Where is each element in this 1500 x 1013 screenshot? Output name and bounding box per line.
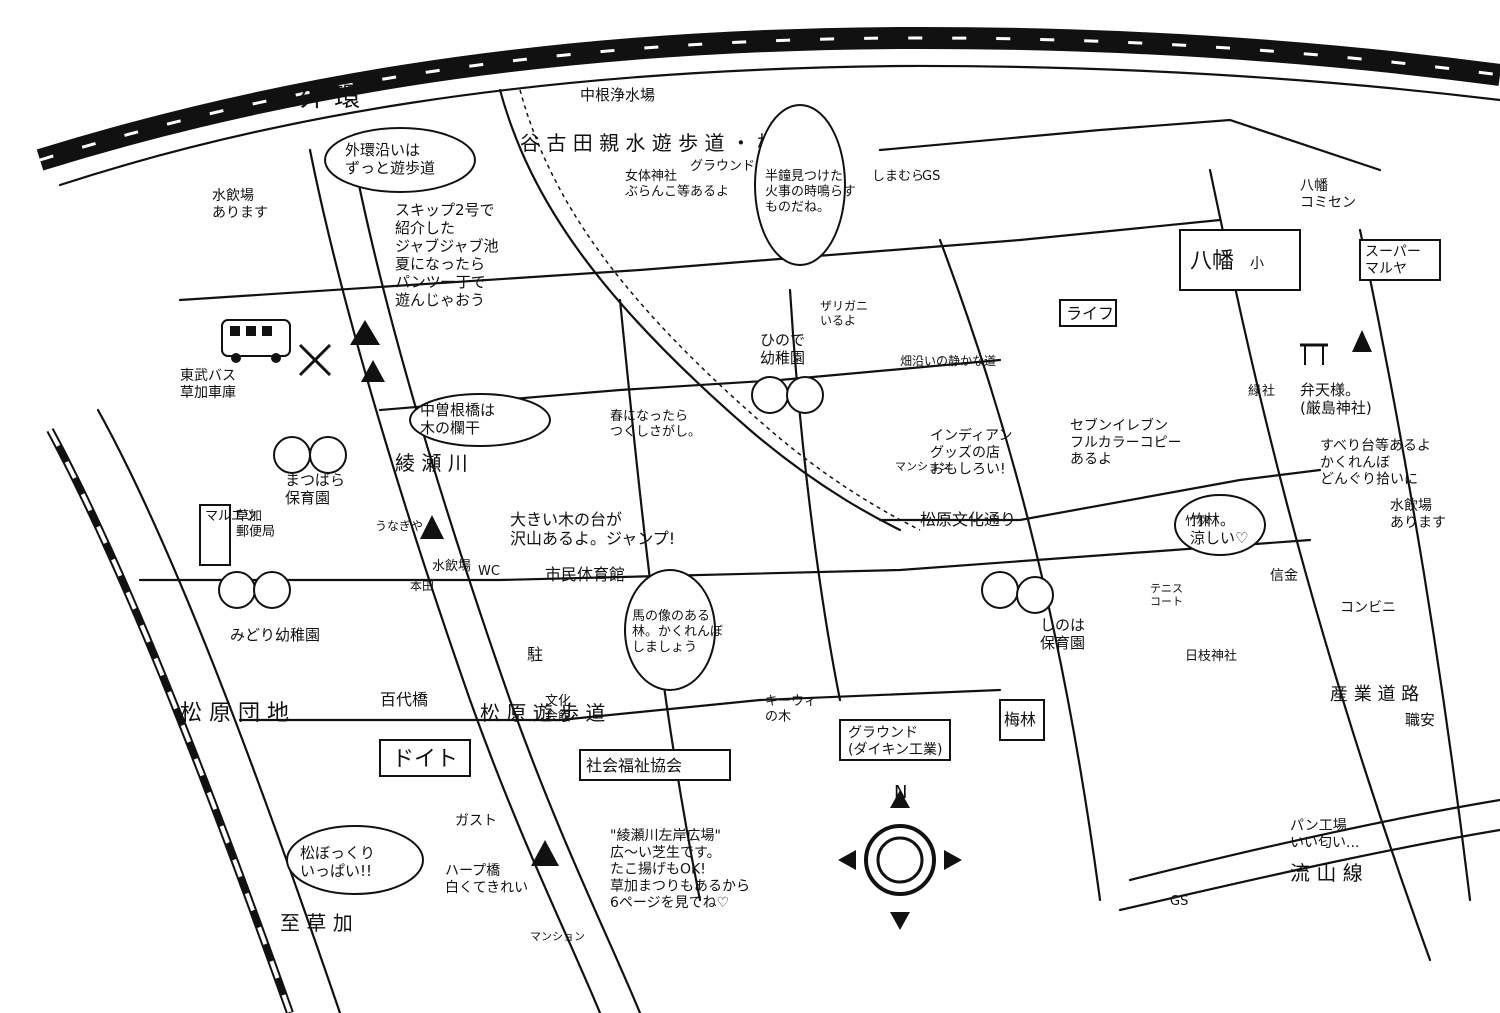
yubinkyoku-label: 草加郵便局 <box>236 509 275 540</box>
sangyo-road-label: 産 業 道 路 <box>1330 684 1419 705</box>
maruetsu-label: マルエツ <box>205 509 257 524</box>
wc-label: WC <box>478 564 500 579</box>
bubble-chikurin <box>1174 494 1266 556</box>
highway-gaikan <box>36 26 1500 187</box>
hachiman-school-mark: 小 <box>1250 256 1264 272</box>
skip2-note: スキップ2号で紹介したジャブジャブ池夏になったらパンツ一丁で遊んじゃおう <box>395 201 499 309</box>
seven-eleven-note: セブンイレブンフルカラーコピーあるよ <box>1070 417 1182 468</box>
shinoha-hoikuen-label: しのは保育園 <box>1040 616 1085 652</box>
highway-gaikan-label: 外 環 <box>300 83 360 113</box>
onna-jinja-label: 女体神社ぶらんこ等あるよ <box>625 168 729 200</box>
gusto-label: ガスト <box>455 813 497 829</box>
ookii-ki-note: 大きい木の台が沢山あるよ。ジャンプ! <box>510 510 675 548</box>
hatake-label: 畑沿いの静かな道 <box>900 354 996 368</box>
zarigani-label: ザリガニいるよ <box>820 299 868 327</box>
honda-label: 本田 <box>410 579 434 593</box>
mansion1-label: マンション <box>895 460 950 473</box>
bunka-kaikan-label: 文化会館 <box>545 694 571 725</box>
chu-mark: 駐 <box>527 645 543 664</box>
hinode-youchien-label: ひので幼稚園 <box>760 331 805 367</box>
mizunomiba-wc-label: 水飲場 <box>432 558 471 574</box>
matsubara-bunka-dori-label: 松原文化通り <box>920 510 1016 529</box>
matsubara-path-label: 松 原 遊 歩 道 <box>480 701 605 725</box>
bubble-uma <box>624 569 716 691</box>
shimamura-label: しまむら <box>872 169 924 184</box>
bubble-matsubokkuri-text: 松ぼっくりいっぱい!! <box>300 844 375 880</box>
matsubara-hoikuen-label: まつばら保育園 <box>285 471 345 507</box>
shakai-fukushi-box <box>579 749 731 781</box>
bubble-nakasone <box>409 393 551 447</box>
fork-knife-icon <box>298 343 332 377</box>
umebayashi-box <box>999 699 1045 741</box>
railway-tobu <box>46 408 342 1013</box>
shokuan-label: 職安 <box>1405 711 1435 729</box>
tennis-label: テニスコート <box>1150 582 1183 608</box>
nakane-jousuijo-label: 中根浄水場 <box>580 86 655 104</box>
bubble-gaikan-zoi <box>324 127 476 193</box>
nagareyama-line-label: 流 山 線 <box>1290 861 1363 885</box>
life-store <box>1059 299 1117 327</box>
doit-store <box>379 739 471 777</box>
to-soka-label: 至 草 加 <box>280 911 353 935</box>
shakai-fukushi-label: 社会福祉協会 <box>586 756 682 775</box>
indian-goods-note: インディアングッズの店おもしろい! <box>930 427 1012 478</box>
hachiman-komisen-label: 八幡コミセン <box>1300 178 1356 211</box>
bubble-chikurin-text: 竹林。涼しい♡ <box>1190 511 1248 547</box>
benten-note: すべり台等あるよかくれんぼどんぐり拾いに <box>1320 437 1431 488</box>
ayase-river-label: 綾 瀬 川 <box>395 451 468 475</box>
shrine-icon <box>1300 343 1328 365</box>
bubble-nakasone-text: 中曽根橋は木の欄干 <box>420 401 495 437</box>
harp-bridge-label: ハープ橋白くてきれい <box>445 863 528 896</box>
unagiya-label: うなぎや <box>375 519 423 533</box>
tree-icon <box>350 320 1372 866</box>
super-maruya-box <box>1359 239 1441 281</box>
hie-jinja-label: 日枝神社 <box>1185 648 1237 664</box>
kiwi-label: キーウィの木 <box>765 694 817 725</box>
life-label: ライフ <box>1066 304 1114 323</box>
umebayashi-label: 梅林 <box>1004 710 1036 729</box>
mizunomiba-left-label: 水飲場あります <box>212 188 268 221</box>
shimin-taiikukan-label: 市民体育館 <box>545 565 625 584</box>
bubble-gaikan-zoi-text: 外環沿いはずっと遊歩道 <box>345 141 435 177</box>
chikurin-label: 竹林 <box>1185 514 1209 528</box>
ryoku-mark: 緑 <box>1248 384 1261 399</box>
gs-bottom-label: GS <box>1170 894 1188 909</box>
tobu-bus-label: 東武バス草加車庫 <box>180 368 236 401</box>
ground-daikin-label: グラウンド(ダイキン工業) <box>848 725 943 758</box>
matsubara-danchi-label: 松 原 団 地 <box>180 701 289 726</box>
super-maruya-label: スーパーマルヤ <box>1365 244 1421 277</box>
bubble-uma-text: 馬の像のある林。かくれんぼしましょう <box>632 609 723 655</box>
shinkin-label: 信金 <box>1270 568 1298 584</box>
gs-top-label: GS <box>922 169 940 184</box>
ground-top-label: グラウンド <box>690 159 755 174</box>
konbini-label: コンビニ <box>1340 600 1396 616</box>
pan-kojo-label: パン工場いい匂い... <box>1290 818 1359 851</box>
benten-label: 弁天様。(厳島神社) <box>1300 381 1372 417</box>
compass-icon <box>838 790 962 930</box>
hanshou-text: 半鐘見つけた火事の時鳴らすものだね。 <box>765 168 856 215</box>
bubble-matsubokkuri <box>286 825 424 895</box>
bubble-hanshou <box>754 104 846 266</box>
compass-north-label: N <box>894 782 907 803</box>
face-icon <box>218 376 1054 614</box>
ground-daikin-box <box>839 719 951 761</box>
mizunomiba-right-label: 水飲場あります <box>1390 498 1446 531</box>
hachiman-school-label: 八幡 <box>1190 249 1234 274</box>
haruni-note: 春になったらつくしさがし。 <box>610 409 701 440</box>
momoyo-bashi-label: 百代橋 <box>380 690 428 709</box>
bus-icon <box>221 319 291 363</box>
doit-label: ドイト <box>392 747 458 772</box>
midori-youchien-label: みどり幼稚園 <box>230 626 320 644</box>
hachiman-school <box>1179 229 1301 291</box>
shaku-mark: 社 <box>1262 383 1275 399</box>
maruetsu-box <box>199 504 231 566</box>
mansion2-label: マンション <box>530 930 585 943</box>
